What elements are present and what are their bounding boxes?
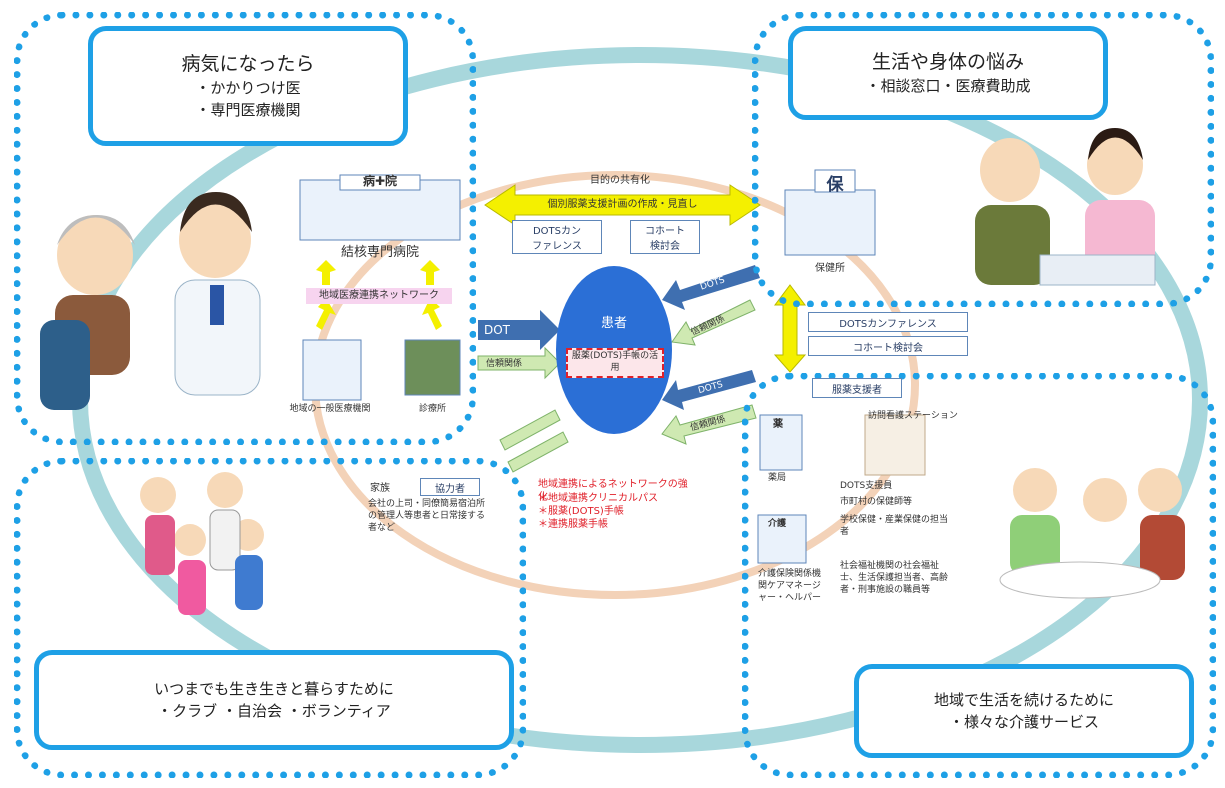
support-plan-text: 個別服薬支援計画の作成・見直し [547, 199, 698, 210]
care-building [757, 514, 807, 564]
quadrant-life [752, 12, 1214, 307]
nursing-station-label: 訪問看護ステーション [868, 411, 958, 421]
dots-conference-text: DOTSカン ファレンス [532, 226, 582, 252]
health-center-building [784, 169, 876, 256]
doctor-patient-illustration [40, 192, 261, 410]
shared-purpose-heading: 目的の共有化 [590, 175, 650, 186]
pharmacy-label: 薬局 [768, 473, 787, 483]
callout-medical-item-1: ・かかりつけ医 [195, 79, 301, 97]
callout-community-item-1: ・クラブ ・自治会 ・ボランティア [157, 702, 391, 720]
callout-life: 生活や身体の悩み ・相談窓口・医療費助成 [788, 26, 1108, 120]
network-label: 地域医療連携ネットワーク [306, 288, 452, 304]
cohort-text: コホート 検討会 [645, 226, 685, 252]
network-strengthen-heading: 地域連携によるネットワークの強化 [538, 479, 688, 503]
clinic-label: 診療所 [418, 404, 446, 414]
general-hospital-building [302, 339, 362, 401]
quadrant-medical [14, 12, 476, 445]
pharmacy-sign: 薬 [773, 419, 783, 430]
care-sign: 介護 [768, 519, 787, 529]
hospital-building [299, 174, 461, 241]
network-strengthen-item-3: ＊連携服薬手帳 [538, 519, 608, 530]
clinic-photo [404, 339, 461, 396]
patient-label: 患者 [600, 316, 627, 331]
hospital-name: 結核専門病院 [340, 245, 419, 260]
callout-medical-item-2: ・専門医療機関 [195, 101, 301, 119]
municipal-label: 市町村の保健師等 [840, 497, 913, 507]
general-hospital-label: 地域の一般医療機関 [289, 404, 371, 414]
callout-life-item-1: ・相談窓口・医療費助成 [865, 77, 1031, 95]
callout-community: いつまでも生き生きと暮らすために ・クラブ ・自治会 ・ボランティア [34, 650, 514, 750]
trust-left-label: 信頼関係 [486, 359, 523, 369]
callout-community-title: いつまでも生き生きと暮らすために [154, 680, 394, 698]
hospital-sign: 病✚院 [362, 174, 398, 188]
callout-medical: 病気になったら ・かかりつけ医 ・専門医療機関 [88, 26, 408, 146]
right-cohort: コホート検討会 [808, 336, 968, 356]
callout-medical-title: 病気になったら [181, 53, 315, 75]
welfare-label: 社会福祉機関の社会福祉士、生活保護担当者、高齢者・刑事施設の職員等 [840, 561, 949, 595]
callout-care-item-1: ・様々な介護サービス [948, 713, 1099, 731]
patient-note: 服薬(DOTS)手帳の活用 [566, 348, 664, 378]
nursing-station-illustration [864, 414, 926, 476]
network-strengthen-item-1: ＊地域連携クリニカルパス [538, 493, 658, 504]
dots-staff-label: DOTS支援員 [840, 481, 893, 491]
family-label: 家族 [370, 483, 390, 494]
quadrant-care [742, 373, 1216, 778]
cooperator-box: 協力者 [420, 478, 480, 496]
cohort-box: コホート 検討会 [630, 220, 700, 254]
right-dots-conference: DOTSカンファレンス [808, 312, 968, 332]
health-center-name: 保健所 [815, 263, 845, 274]
right-dots-conference-text: DOTSカンファレンス [839, 318, 937, 330]
network-strengthen-item-2: ＊服薬(DOTS)手帳 [538, 506, 624, 517]
quadrant-community [14, 458, 526, 778]
health-center-sign: 保 [826, 175, 844, 195]
dots-conference-box: DOTSカン ファレンス [512, 220, 602, 254]
care-org-label: 介護保険関係機関ケアマネージャー・ヘルパー [758, 569, 822, 603]
dot-arrow-label: DOT [484, 323, 511, 337]
family-care-illustration [999, 468, 1185, 599]
family-desc: 会社の上司・同僚簡易宿泊所の管理人等患者と日常接する者など [368, 499, 486, 533]
supporters-heading: 服薬支援者 [812, 378, 902, 398]
callout-life-title: 生活や身体の悩み [871, 51, 1024, 73]
school-label: 学校保健・産業保健の担当者 [840, 515, 949, 537]
cooperator-text: 協力者 [435, 483, 465, 495]
consultation-illustration [975, 128, 1156, 286]
right-cohort-text: コホート検討会 [853, 342, 923, 354]
callout-care-title: 地域で生活を続けるために [933, 691, 1114, 709]
supporters-heading-text: 服薬支援者 [832, 384, 882, 396]
pharmacy-building [759, 414, 803, 471]
callout-care: 地域で生活を続けるために ・様々な介護サービス [854, 664, 1194, 758]
runners-illustration [140, 472, 264, 615]
